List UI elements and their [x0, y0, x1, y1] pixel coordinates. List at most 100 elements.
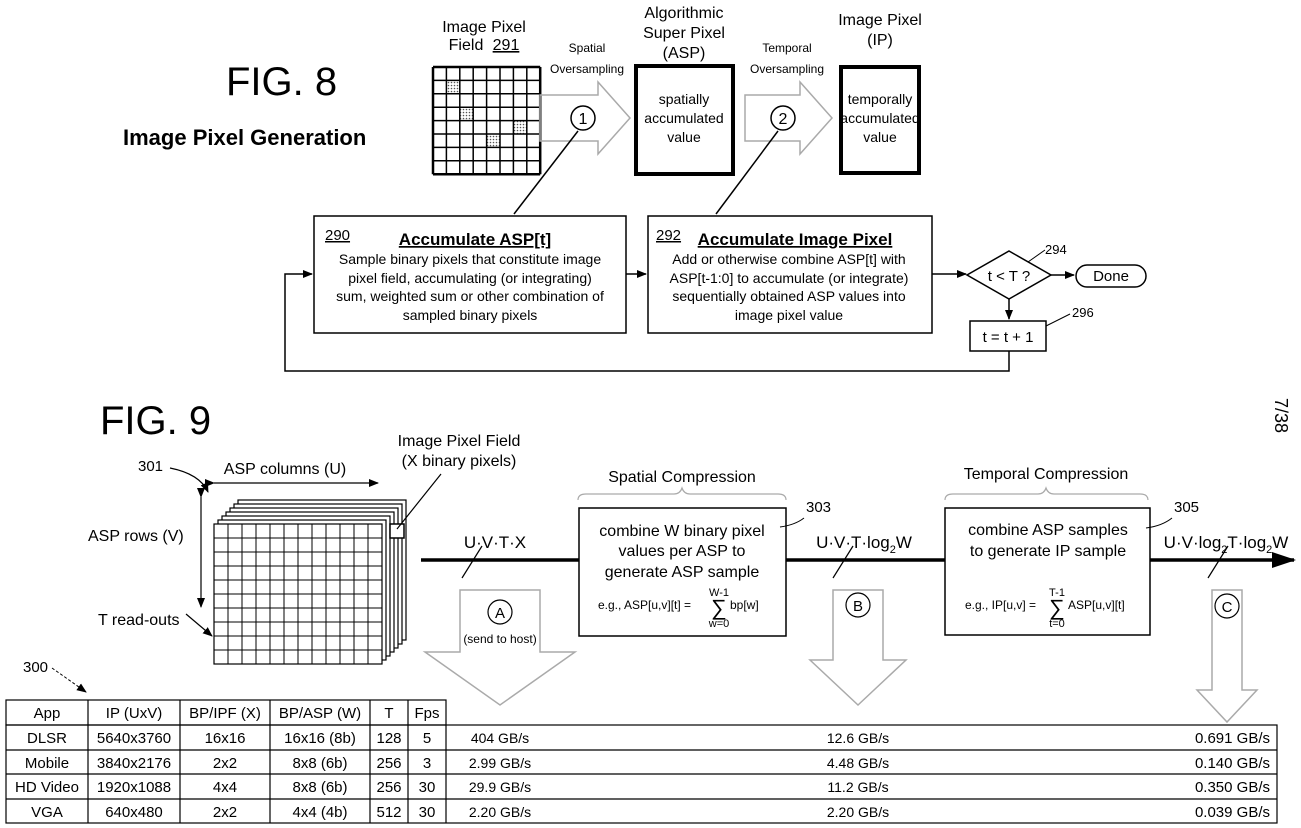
table-cell: 128	[376, 730, 401, 747]
ip-box-line3: value	[863, 129, 897, 145]
bandwidth-c-cell: 0.140 GB/s	[1195, 755, 1270, 772]
box303-eq-right: bp[w]	[730, 598, 759, 612]
ref-303-leader	[779, 517, 805, 528]
box292-line: sequentially obtained ASP values into	[672, 288, 905, 304]
box305-eq-right: ASP[u,v][t]	[1068, 598, 1125, 612]
fig8-subtitle: Image Pixel Generation	[123, 125, 366, 150]
pixel-field-label-line2: Field	[449, 37, 484, 54]
increment-box	[969, 320, 1047, 352]
table-cell: 5	[423, 730, 431, 747]
ip-title: Image Pixel	[838, 12, 922, 29]
bandwidth-a-cell: 2.99 GB/s	[469, 755, 531, 771]
asp-title-line2: Super Pixel	[643, 25, 725, 42]
stack-ref: 301	[138, 458, 163, 475]
callout-1	[570, 105, 596, 131]
increment-ref-leader	[1045, 313, 1071, 327]
temporal-oversampling-arrow	[744, 80, 834, 156]
box292-line: image pixel value	[735, 307, 843, 323]
spatial-compression-label: Spatial Compression	[608, 469, 756, 486]
box305-eq-left: e.g., IP[u,v] =	[965, 598, 1036, 612]
box292-line: Add or otherwise combine ASP[t] with	[672, 251, 905, 267]
asp-box-line2: accumulated	[644, 110, 723, 126]
table-cell: HD Video	[15, 779, 79, 796]
temporal-compression-label: Temporal Compression	[964, 466, 1129, 483]
box303-line: combine W binary pixel	[599, 523, 764, 540]
ref-300-leader	[51, 667, 87, 693]
temporal-oversampling-label: Temporal	[762, 41, 811, 55]
decision-label: t < T ?	[988, 268, 1030, 285]
asp-title: Algorithmic	[644, 5, 723, 22]
sampled-pixel	[446, 80, 460, 94]
bandwidth-b-cell: 11.2 GB/s	[827, 779, 888, 795]
box303-line: generate ASP sample	[605, 564, 760, 581]
fig9: FIG. 9 301 ASP columns (U) ASP rows (V) …	[5, 399, 1296, 824]
table-cell: 256	[376, 779, 401, 796]
box305-eq-sigma: ∑	[1049, 595, 1065, 620]
fig9-title: FIG. 9	[100, 399, 211, 443]
spatial-compression-box	[578, 507, 787, 637]
box305-line: to generate IP sample	[970, 543, 1126, 560]
box290-line: pixel field, accumulating (or integratin…	[348, 270, 592, 286]
box292-ref: 292	[656, 227, 681, 244]
asp-box-line3: value	[667, 129, 701, 145]
label-b-circle	[845, 592, 871, 618]
bandwidth-a-cell: 2.20 GB/s	[469, 804, 531, 820]
label-c-circle	[1214, 593, 1240, 619]
sampled-pixel	[486, 134, 500, 148]
box303-eq-sigma: ∑	[711, 595, 727, 620]
ip-box	[839, 65, 921, 175]
asp-columns-label: ASP columns (U)	[224, 461, 346, 478]
accumulate-image-pixel-box	[647, 215, 933, 334]
table-header-cell: BP/IPF (X)	[189, 705, 261, 722]
ref-300: 300	[23, 659, 48, 676]
callout-1-label: 1	[579, 111, 588, 128]
increment-ref: 296	[1072, 305, 1094, 320]
tap-c-arrow	[1195, 589, 1259, 724]
sampled-pixel	[459, 107, 474, 121]
box303-eq-top: W-1	[709, 587, 729, 599]
asp-frame	[213, 523, 383, 665]
spatial-compression-brace	[577, 486, 787, 501]
box303-eq-bottom: w=0	[708, 618, 730, 630]
temporal-compression-brace	[944, 486, 1149, 501]
sheet-number: 7/38	[1271, 398, 1291, 433]
increment-label: t = t + 1	[983, 329, 1034, 346]
box290-ref: 290	[325, 227, 350, 244]
table-header-cell: T	[384, 705, 393, 722]
table-header-cell: Fps	[414, 705, 439, 722]
rate-c-label: U·V·log2T·log2W	[1164, 533, 1289, 556]
table-cell: 2x2	[213, 755, 237, 772]
table-cell: 16x16 (8b)	[284, 730, 356, 747]
box290-title: Accumulate ASP[t]	[399, 230, 551, 249]
callout-1-leader	[513, 130, 579, 215]
table-header-cell: BP/ASP (W)	[279, 705, 361, 722]
image-pixel-field-marker	[389, 523, 405, 539]
table-cell: 16x16	[205, 730, 246, 747]
temporal-compression-box	[944, 507, 1151, 636]
table-header-cell: IP (UxV)	[106, 705, 162, 722]
spatial-oversampling-arrow	[539, 80, 632, 156]
box305-eq-bottom: t=0	[1049, 618, 1065, 630]
table-cell: 5640x3760	[97, 730, 171, 747]
send-to-host-label: (send to host)	[463, 632, 536, 646]
rate-a-label: U·V·T·X	[464, 533, 526, 552]
t-readouts-label: T read-outs	[98, 612, 180, 629]
box303-eq-left: e.g., ASP[u,v][t] =	[598, 598, 691, 612]
accumulate-asp-box	[313, 215, 627, 334]
callout-2-leader	[715, 130, 779, 215]
asp-rows-label: ASP rows (V)	[88, 528, 184, 545]
pixel-field-label: Image Pixel	[442, 19, 526, 36]
rate-a-tick	[461, 545, 483, 579]
label-c: C	[1222, 599, 1233, 616]
box292-line: ASP[t-1:0] to accumulate (or integrate)	[670, 270, 909, 286]
spatial-oversampling-label-line2: Oversampling	[550, 62, 624, 76]
table-cell: 30	[419, 804, 436, 821]
table-cell: 4x4 (4b)	[292, 804, 347, 821]
asp-frame-stack	[213, 499, 407, 665]
label-b: B	[853, 598, 863, 615]
rate-b-tick	[832, 545, 854, 579]
